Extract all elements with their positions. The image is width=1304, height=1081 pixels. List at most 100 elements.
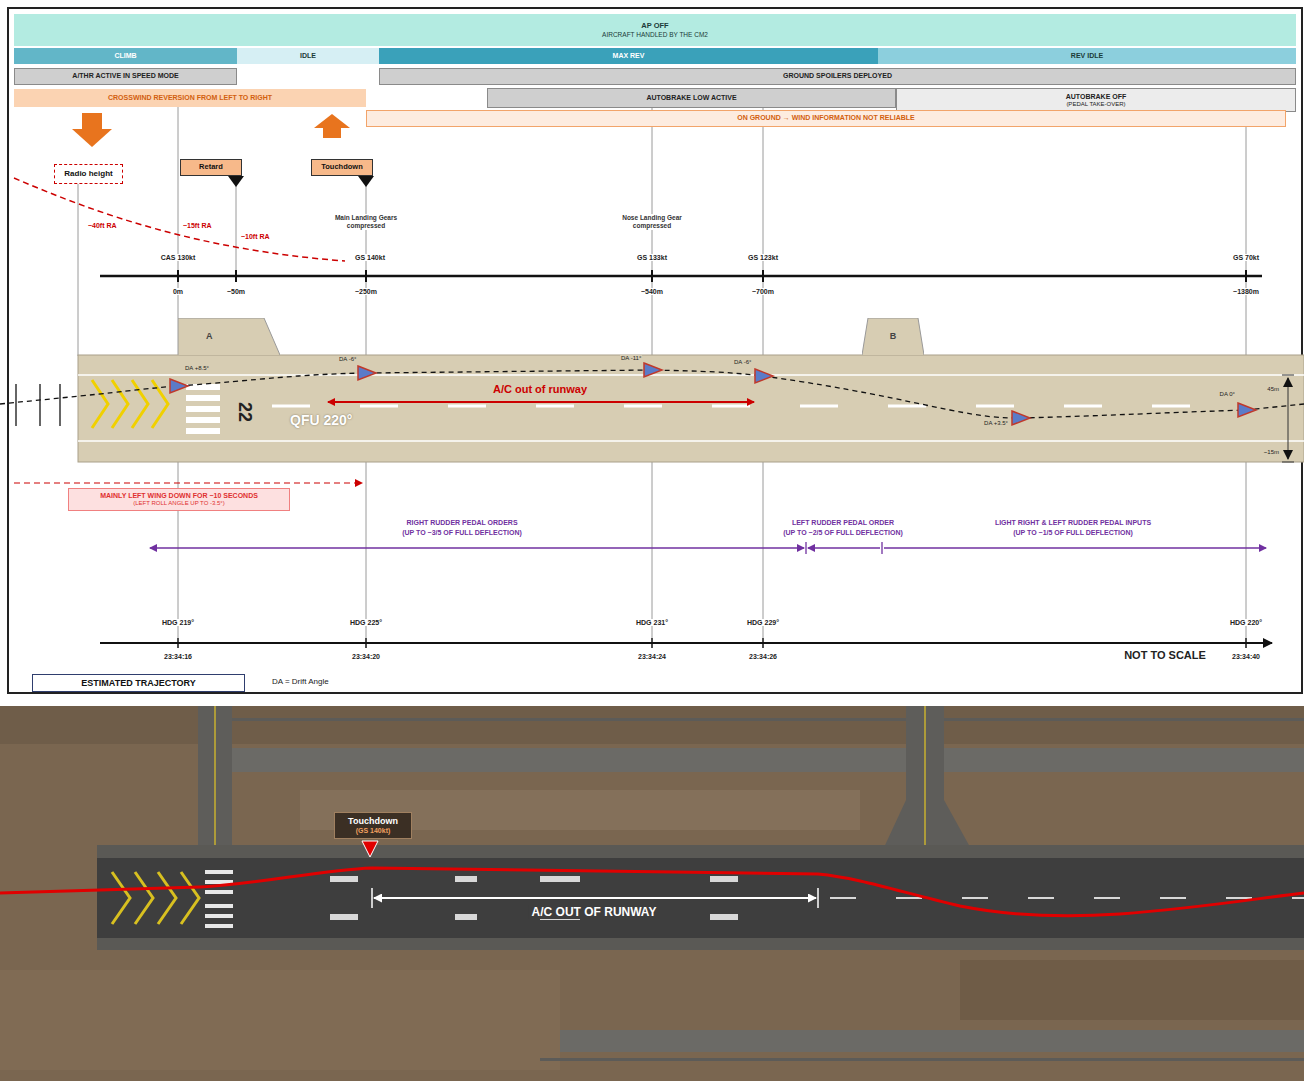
event-box: Retard: [180, 159, 242, 176]
dimension: 45m: [1266, 386, 1280, 392]
speed-value: GS 133kt: [636, 254, 668, 261]
threshold-marking: [186, 417, 220, 423]
taxiway-a-outline: [178, 318, 280, 355]
threshold-marking: [186, 428, 220, 434]
aerial-photo: [330, 876, 358, 882]
approach-lights: [39, 384, 41, 426]
heading-value: HDG 220°: [1229, 619, 1263, 626]
system-state: GROUND SPOILERS DEPLOYED: [379, 68, 1296, 85]
drift-angle: DA 0°: [1219, 391, 1236, 397]
taxiway-b-text: B: [890, 331, 897, 341]
taxiway-a: A: [178, 318, 280, 355]
wind-arrow: [72, 129, 112, 147]
approach-lights: [16, 384, 60, 426]
thrust-phase: IDLE: [237, 48, 379, 64]
distance-axis: [762, 270, 764, 282]
distance-value: ~50m: [226, 288, 246, 295]
aerial-photo: [371, 888, 373, 908]
approach-lights: [15, 384, 17, 426]
wind-band-text: CROSSWIND REVERSION FROM LEFT TO RIGHT: [108, 94, 272, 102]
excursion-arrow: [328, 402, 754, 403]
thrust-phase: REV IDLE: [878, 48, 1296, 64]
distance-value: ~250m: [354, 288, 378, 295]
wind-arrow: [323, 128, 341, 138]
system-state-text: AUTOBRAKE OFF: [1066, 93, 1127, 101]
runway-surface: [78, 374, 1304, 376]
thrust-phase-text: REV IDLE: [1071, 52, 1103, 60]
distance-axis: [365, 270, 367, 282]
time-axis: [177, 638, 179, 648]
threshold-chevron: [132, 380, 148, 428]
roll-note-box-text: MAINLY LEFT WING DOWN FOR ~10 SECONDS: [100, 492, 258, 500]
time-axis: [365, 638, 367, 648]
thrust-phase: CLIMB: [14, 48, 237, 64]
rudder-note: (UP TO ~2/5 OF FULL DEFLECTION): [782, 529, 904, 536]
wind-band: CROSSWIND REVERSION FROM LEFT TO RIGHT: [14, 89, 366, 107]
phase-band: AP OFFAIRCRAFT HANDLED BY THE CM2: [14, 14, 1296, 46]
roll-period-arrow: [14, 482, 362, 483]
aircraft-marker: [170, 379, 188, 393]
taxiway-b: B: [862, 318, 924, 355]
aerial-photo: [300, 790, 860, 830]
excursion-label: A/C out of runway: [491, 383, 589, 395]
rudder-timeline: [150, 542, 1266, 554]
roll-period-arrow: [14, 483, 362, 484]
time-value: 23:34:16: [163, 653, 193, 660]
runway-number: 22: [236, 402, 254, 422]
aerial-photo: [214, 706, 216, 856]
event-marker: [228, 176, 244, 187]
legend-title-text: ESTIMATED TRAJECTORY: [81, 678, 195, 688]
aircraft-marker: [644, 363, 662, 377]
rudder-timeline: [808, 547, 880, 548]
aerial-photo: [560, 1030, 1304, 1052]
taxiway-a-outline: [178, 318, 280, 355]
runway-surface: [78, 355, 1304, 462]
system-state: AUTOBRAKE LOW ACTIVE: [487, 88, 896, 108]
radio-height-box-text: Radio height: [64, 169, 112, 178]
legend-note: DA = Drift Angle: [272, 677, 329, 686]
rudder-note: (UP TO ~1/5 OF FULL DEFLECTION): [1012, 529, 1134, 536]
aircraft-marker: [358, 366, 376, 380]
distance-axis: [177, 270, 179, 282]
time-value: 23:34:24: [637, 653, 667, 660]
heading-value: HDG 219°: [161, 619, 195, 626]
aircraft-marker: [755, 369, 773, 383]
drift-angle: DA -6°: [733, 359, 752, 365]
heading-value: HDG 229°: [746, 619, 780, 626]
gear-event: Nose Landing Gear compressed: [606, 214, 698, 230]
system-state-text: AUTOBRAKE LOW ACTIVE: [646, 94, 736, 102]
distance-axis: [100, 270, 1262, 282]
wind-band-text: ON GROUND → WIND INFORMATION NOT RELIABL…: [737, 114, 915, 122]
event-box: Touchdown: [311, 159, 373, 176]
aerial-photo: [0, 706, 1304, 744]
aerial-photo: [0, 706, 1304, 1081]
runway-surface: [78, 440, 1304, 442]
event-marker: [228, 176, 374, 187]
threshold-marking: [186, 384, 220, 434]
aerial-photo: [205, 890, 233, 894]
threshold-marking: [186, 395, 220, 401]
radio-altitude: ~15ft RA: [182, 222, 213, 229]
distance-value: ~540m: [640, 288, 664, 295]
photo-label: A/C OUT OF RUNWAY: [529, 905, 660, 919]
rudder-note: (UP TO ~3/5 OF FULL DEFLECTION): [401, 529, 523, 536]
aerial-photo: [205, 924, 233, 928]
width-dimension: [1282, 375, 1294, 462]
thrust-phase-text: IDLE: [300, 52, 316, 60]
distance-axis: [1245, 270, 1247, 282]
drift-angle: DA +8.5°: [184, 365, 210, 371]
rudder-note: RIGHT RUDDER PEDAL ORDERS: [405, 519, 518, 526]
figure-frame: [8, 8, 1302, 693]
wind-band: ON GROUND → WIND INFORMATION NOT RELIABL…: [366, 110, 1286, 127]
rudder-timeline: [805, 542, 806, 554]
taxiway-b-outline: [862, 318, 924, 355]
event-box-text: Retard: [199, 163, 223, 172]
thrust-phase: MAX REV: [379, 48, 878, 64]
aerial-photo: [362, 841, 378, 857]
time-value: 23:34:26: [748, 653, 778, 660]
time-axis: [100, 642, 1272, 644]
runway-heading: QFU 220°: [290, 412, 352, 428]
system-state-text: A/THR ACTIVE IN SPEED MODE: [72, 72, 178, 80]
event-line: [78, 184, 79, 356]
